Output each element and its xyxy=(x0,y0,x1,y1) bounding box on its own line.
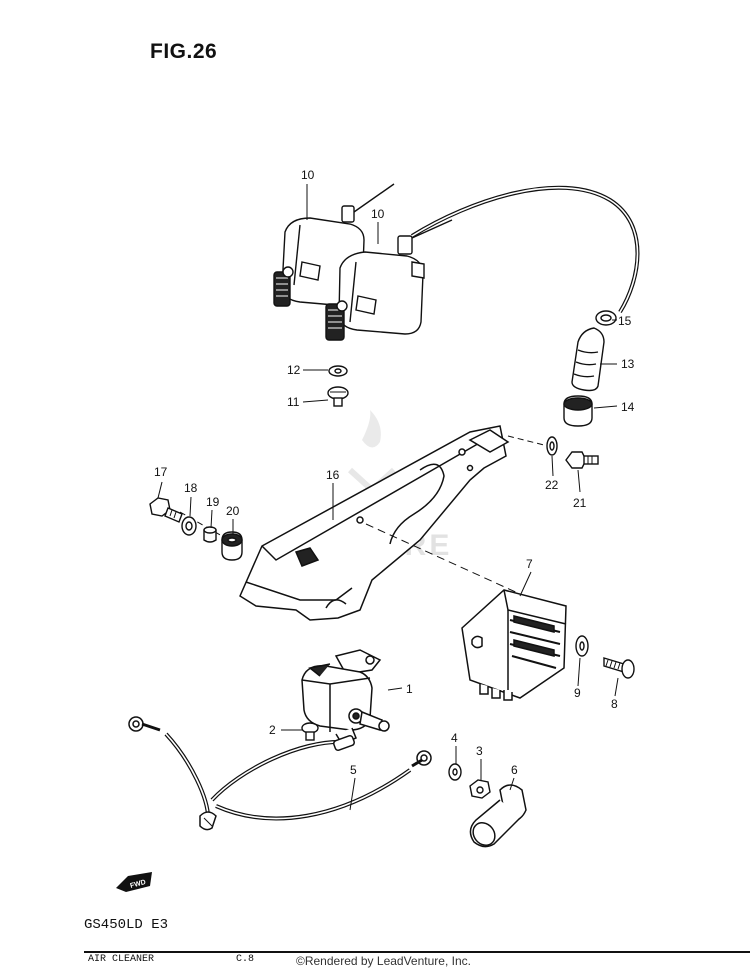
next-section-page: C.8 xyxy=(236,954,255,965)
bolt-21[interactable] xyxy=(565,451,599,469)
callout-22: 22 xyxy=(545,478,559,492)
callout-2: 2 xyxy=(269,723,276,737)
callout-8: 8 xyxy=(611,697,618,711)
callout-numbers: 10 10 12 11 15 13 14 16 17 18 19 20 22 2… xyxy=(154,168,635,777)
bracket[interactable] xyxy=(239,425,510,621)
washer-18[interactable] xyxy=(181,516,197,536)
fwd-label: FWD xyxy=(129,879,146,890)
washer-22[interactable] xyxy=(546,436,558,456)
callout-6: 6 xyxy=(511,763,518,777)
footer-rule xyxy=(84,951,750,973)
callout-9: 9 xyxy=(574,686,581,700)
seal[interactable] xyxy=(563,395,593,427)
spacer-19[interactable] xyxy=(203,526,217,543)
washer-4[interactable] xyxy=(448,763,462,781)
plug-cap[interactable] xyxy=(571,327,605,392)
callout-18: 18 xyxy=(184,481,198,495)
callout-17: 17 xyxy=(154,465,168,479)
nut-3[interactable] xyxy=(469,779,491,799)
figure-title: FIG.26 xyxy=(150,40,218,63)
bolt-17[interactable] xyxy=(149,497,183,523)
cap-6[interactable] xyxy=(469,784,527,850)
callout-19: 19 xyxy=(206,495,220,509)
callout-21: 21 xyxy=(573,496,587,510)
callout-14: 14 xyxy=(621,400,635,414)
callout-7: 7 xyxy=(526,557,533,571)
lead-wire[interactable] xyxy=(128,716,432,831)
callout-10a: 10 xyxy=(301,168,315,182)
callout-20: 20 xyxy=(226,504,240,518)
callout-13: 13 xyxy=(621,357,635,371)
washer-9[interactable] xyxy=(575,635,589,657)
next-section-label: AIR CLEANER xyxy=(88,954,155,965)
callout-12: 12 xyxy=(287,363,301,377)
callout-10b: 10 xyxy=(371,207,385,221)
callout-3: 3 xyxy=(476,744,483,758)
ignition-coil-front[interactable] xyxy=(325,219,453,341)
leader-lines xyxy=(157,184,619,811)
bolt-8[interactable] xyxy=(603,657,635,679)
screw-2[interactable] xyxy=(301,722,319,741)
cushion-20[interactable] xyxy=(221,531,243,561)
model-code: GS450LD E3 xyxy=(84,917,169,933)
callout-1: 1 xyxy=(406,682,413,696)
callout-15: 15 xyxy=(618,314,632,328)
screw-11[interactable] xyxy=(327,386,349,407)
callout-11: 11 xyxy=(287,395,300,409)
forward-arrow-icon: FWD xyxy=(116,872,152,892)
washer-12[interactable] xyxy=(328,365,348,377)
callout-16: 16 xyxy=(326,468,340,482)
high-tension-lead xyxy=(410,185,640,314)
callout-4: 4 xyxy=(451,731,458,745)
callout-5: 5 xyxy=(350,763,357,777)
render-credit: ©Rendered by LeadVenture, Inc. xyxy=(296,954,471,968)
regulator-rectifier[interactable] xyxy=(461,589,567,701)
ring[interactable] xyxy=(595,310,617,326)
